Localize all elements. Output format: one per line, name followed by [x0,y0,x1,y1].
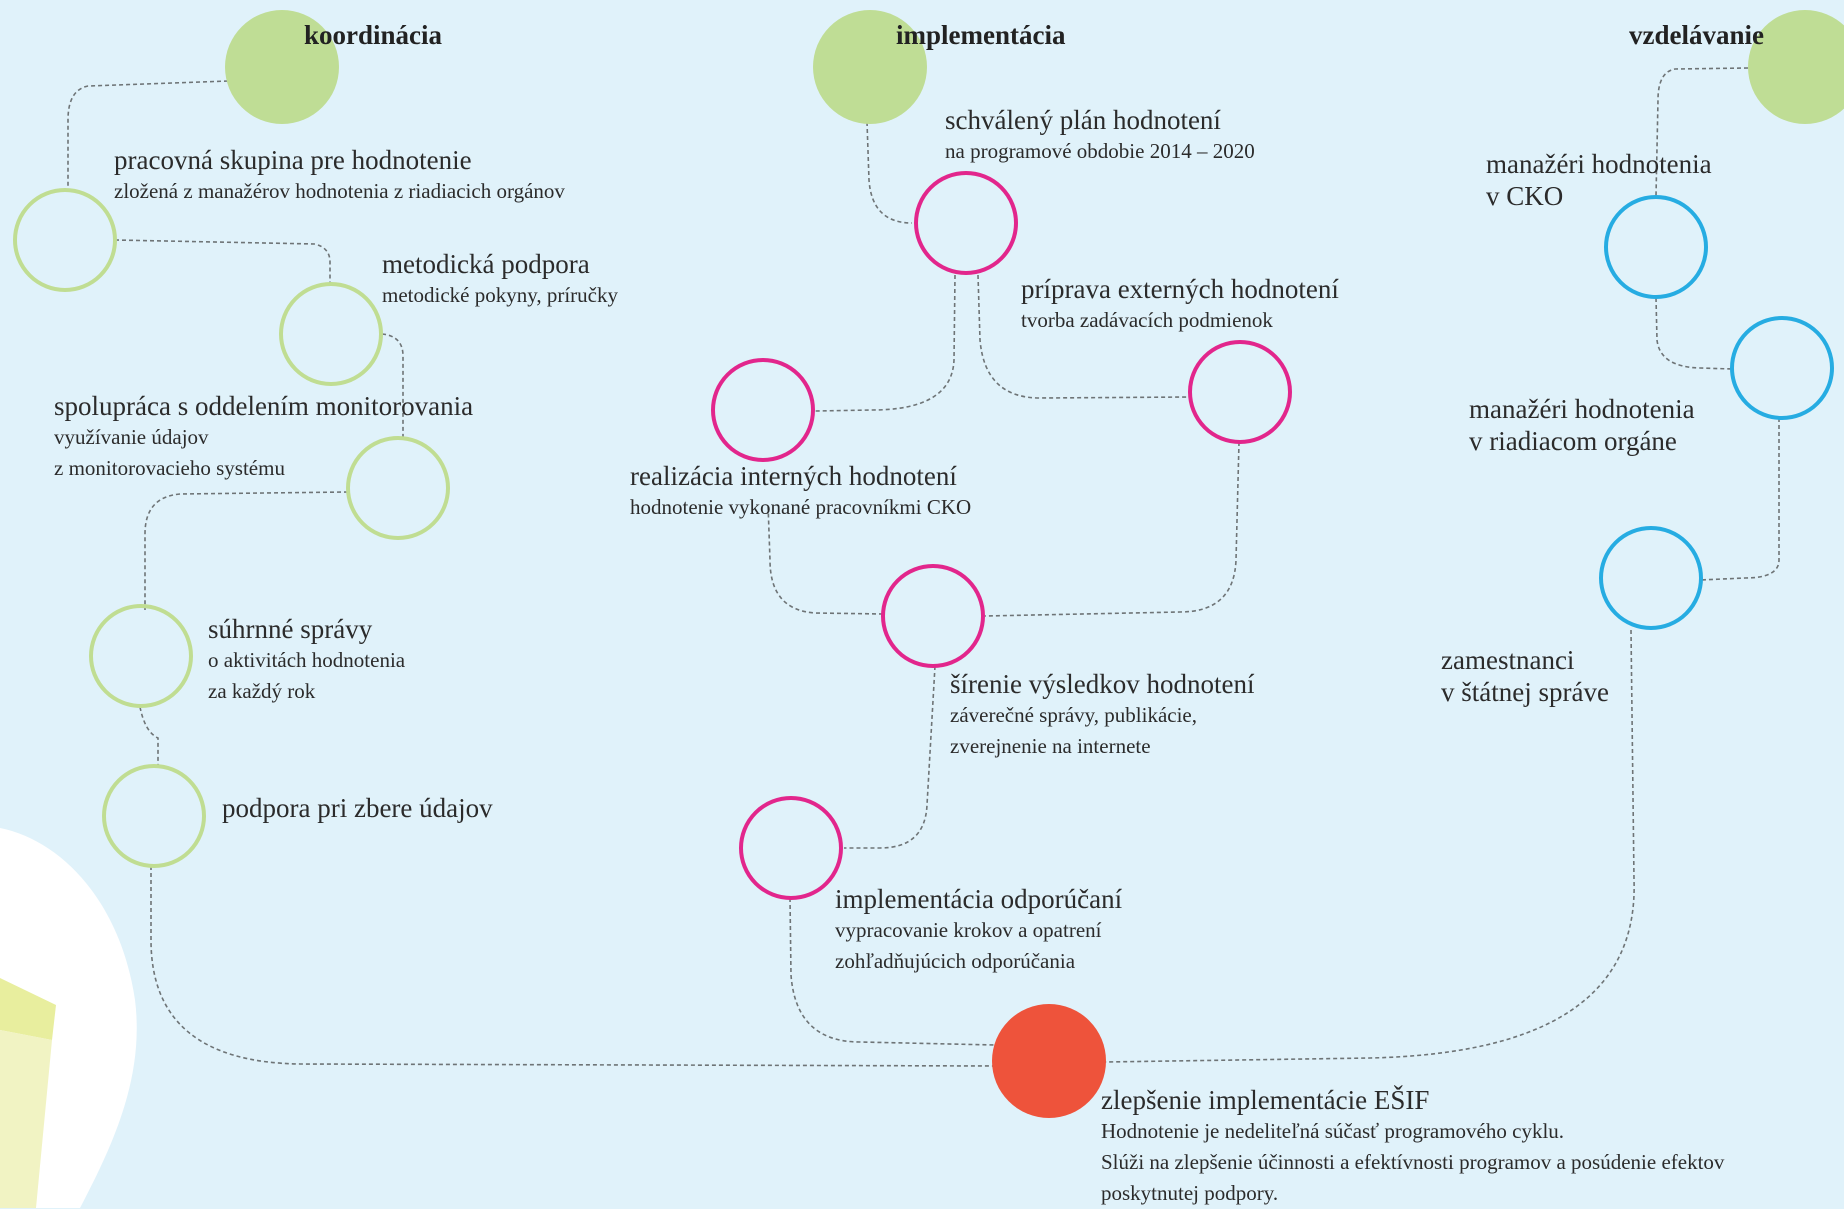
label-working-group: pracovná skupina pre hodnotenie zložená … [114,144,565,207]
label-title: zlepšenie implementácie EŠIF [1101,1085,1430,1115]
label-line: Hodnotenie je nedeliteľná súčasť program… [1101,1119,1565,1143]
label-data-collection: podpora pri zbere údajov [222,792,493,824]
node-result [992,1004,1106,1118]
label-external-evaluations: príprava externých hodnotení tvorba zadá… [1021,273,1339,336]
node-state-employees [1599,526,1703,630]
label-title: pracovná skupina pre hodnotenie [114,145,472,175]
label-line: v CKO [1486,181,1564,211]
node-external-evaluations [1188,340,1292,444]
label-subtitle: hodnotenie vykonané pracovníkmi CKO [630,495,972,519]
decorative-note-body [0,1030,52,1208]
node-evaluation-plan [914,171,1018,275]
label-monitoring: spolupráca s oddelením monitorovania vyu… [54,390,473,484]
label-title: implementácia odporúčaní [835,884,1123,914]
node-summary-reports [89,604,193,708]
node-cko-managers [1604,195,1708,299]
label-line: manažéri hodnotenia [1469,394,1695,424]
label-line: Slúži na zlepšenie účinnosti a efektívno… [1101,1150,1725,1174]
coordination-header-dot [225,10,339,124]
node-dissemination [881,564,985,668]
label-subtitle: metodické pokyny, príručky [382,283,618,307]
label-subtitle: využívanie údajov [54,425,209,449]
label-title: súhrnné správy [208,614,373,644]
label-title: spolupráca s oddelením monitorovania [54,391,474,421]
label-title: príprava externých hodnotení [1021,274,1339,304]
label-ro-managers: manažéri hodnotenia v riadiacom orgáne [1469,393,1695,457]
coordination-connectors [67,80,996,1067]
label-title: podpora pri zbere údajov [222,793,493,823]
education-connectors [1104,67,1780,1063]
label-subtitle: zverejnenie na internete [950,734,1151,758]
label-subtitle: o aktivitách hodnotenia [208,648,406,672]
implementation-connectors [767,121,1240,1046]
label-internal-evaluations: realizácia interných hodnotení hodnoteni… [630,460,971,523]
label-cko-managers: manažéri hodnotenia v CKO [1486,148,1712,212]
node-recommendations [739,796,843,900]
label-line: manažéri hodnotenia [1486,149,1712,179]
label-line: poskytnutej podpory. [1101,1181,1279,1205]
label-subtitle: zohľadňujúcich odporúčania [835,949,1076,973]
node-data-collection [102,764,206,868]
decorative-note-top [0,978,56,1040]
label-line: v riadiacom orgáne [1469,426,1677,456]
node-ro-managers [1730,316,1834,420]
label-line: v štátnej správe [1441,677,1609,707]
label-subtitle: záverečné správy, publikácie, [950,703,1198,727]
node-monitoring [346,436,450,540]
label-result: zlepšenie implementácie EŠIF Hodnotenie … [1101,1084,1724,1209]
label-line: zamestnanci [1441,645,1575,675]
label-subtitle: tvorba zadávacích podmienok [1021,308,1273,332]
node-working-group [13,188,117,292]
education-header: vzdelávanie [1629,20,1764,50]
label-recommendations: implementácia odporúčaní vypracovanie kr… [835,883,1122,977]
label-subtitle: z monitorovacieho systému [54,456,285,480]
implementation-header-dot [813,10,927,124]
label-subtitle: na programové obdobie 2014 – 2020 [945,139,1255,163]
education-header-dot [1748,10,1844,124]
implementation-header: implementácia [896,20,1066,50]
label-title: schválený plán hodnotení [945,105,1221,135]
label-subtitle: vypracovanie krokov a opatrení [835,918,1102,942]
node-internal-evaluations [711,358,815,462]
label-summary-reports: súhrnné správy o aktivitách hodnotenia z… [208,613,405,707]
node-methodology [279,282,383,386]
coordination-header: koordinácia [304,20,443,50]
label-subtitle: zložená z manažérov hodnotenia z riadiac… [114,179,565,203]
label-evaluation-plan: schválený plán hodnotení na programové o… [945,104,1255,167]
label-dissemination: šírenie výsledkov hodnotení záverečné sp… [950,668,1254,762]
label-methodology: metodická podpora metodické pokyny, prír… [382,248,618,311]
label-subtitle: za každý rok [208,679,316,703]
label-title: šírenie výsledkov hodnotení [950,669,1255,699]
label-title: realizácia interných hodnotení [630,461,957,491]
label-state-employees: zamestnanci v štátnej správe [1441,644,1609,708]
label-title: metodická podpora [382,249,590,279]
